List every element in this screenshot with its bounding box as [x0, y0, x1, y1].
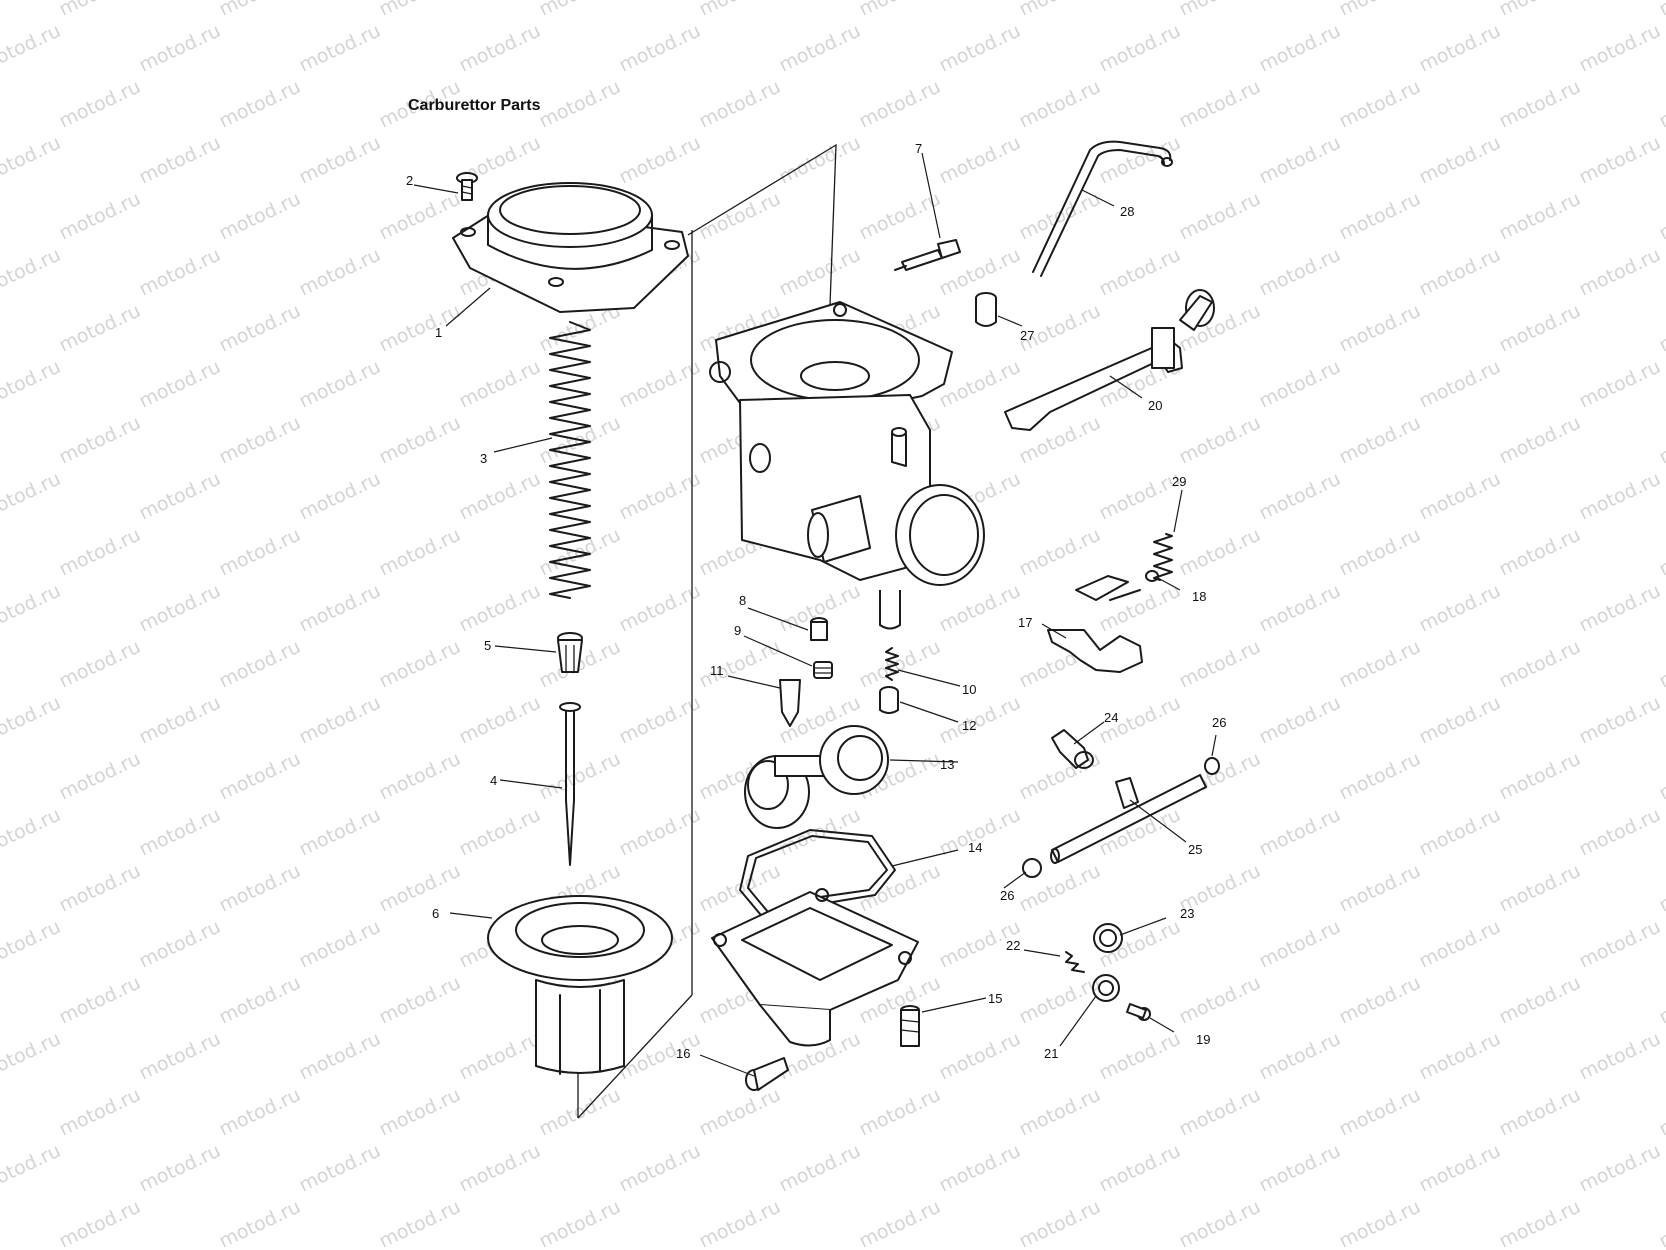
callout-22: 22 [1006, 938, 1020, 953]
callout-28: 28 [1120, 204, 1134, 219]
cap-26b [1022, 858, 1042, 878]
callout-26b: 26 [1000, 888, 1014, 903]
callout-10: 10 [962, 682, 976, 697]
float-gasket [739, 829, 896, 921]
frame-lines [577, 143, 837, 1119]
spring-23 [1093, 923, 1123, 953]
callout-14: 14 [968, 840, 982, 855]
callout-20: 20 [1148, 398, 1162, 413]
callout-3: 3 [480, 451, 487, 466]
callout-2: 2 [406, 173, 413, 188]
screw-19 [1126, 1003, 1151, 1021]
spring-21 [1092, 974, 1120, 1002]
float-needle-valve [779, 679, 801, 727]
lever-assembly [1047, 575, 1143, 673]
fuel-tee-pipe [1050, 774, 1207, 864]
callout-9: 9 [734, 623, 741, 638]
callout-11: 11 [710, 663, 724, 678]
callout-1: 1 [435, 325, 442, 340]
needle-valve [885, 647, 899, 681]
callout-12: 12 [962, 718, 976, 733]
callout-7: 7 [915, 141, 922, 156]
callout-25: 25 [1188, 842, 1202, 857]
callout-4: 4 [490, 773, 497, 788]
callout-6: 6 [432, 906, 439, 921]
cap-27 [975, 292, 997, 327]
diaphragm-cover [452, 182, 689, 313]
float-bowl [711, 888, 919, 1047]
callout-13: 13 [940, 757, 954, 772]
leader-lines [413, 152, 1217, 1077]
callout-17: 17 [1018, 615, 1032, 630]
callout-8: 8 [739, 593, 746, 608]
callout-labels: 2 1 3 5 4 6 7 8 9 11 10 12 13 14 15 16 1… [406, 141, 1226, 1061]
spring [549, 321, 591, 599]
vent-tube [1032, 140, 1173, 277]
diagram-title: Carburettor Parts [408, 97, 541, 114]
carburettor-body [709, 301, 985, 630]
callout-5: 5 [484, 638, 491, 653]
callout-26a: 26 [1212, 715, 1226, 730]
cover-screw [456, 172, 478, 201]
callout-27: 27 [1020, 328, 1034, 343]
cap-26a [1204, 757, 1220, 775]
callout-23: 23 [1180, 906, 1194, 921]
callout-19: 19 [1196, 1032, 1210, 1047]
callout-16: 16 [676, 1046, 690, 1061]
diaphragm-slide [487, 895, 673, 1075]
callout-29: 29 [1172, 474, 1186, 489]
spring-22 [1065, 951, 1085, 973]
callout-21: 21 [1044, 1046, 1058, 1061]
spring-29 [1153, 533, 1173, 581]
callout-18: 18 [1192, 589, 1206, 604]
pilot-jet [813, 661, 833, 679]
elbow-fitting [1051, 729, 1094, 769]
float [744, 725, 889, 829]
callout-24: 24 [1104, 710, 1118, 725]
needle-holder [557, 632, 583, 673]
jet-needle [559, 702, 581, 866]
main-jet [879, 686, 899, 714]
fitting-7 [894, 239, 961, 271]
washer [1145, 570, 1159, 582]
main-jet-holder [810, 617, 828, 641]
callout-15: 15 [988, 991, 1002, 1006]
drain-screw [745, 1057, 789, 1091]
throttle-lever [1004, 289, 1215, 431]
bowl-screw [900, 1005, 920, 1047]
